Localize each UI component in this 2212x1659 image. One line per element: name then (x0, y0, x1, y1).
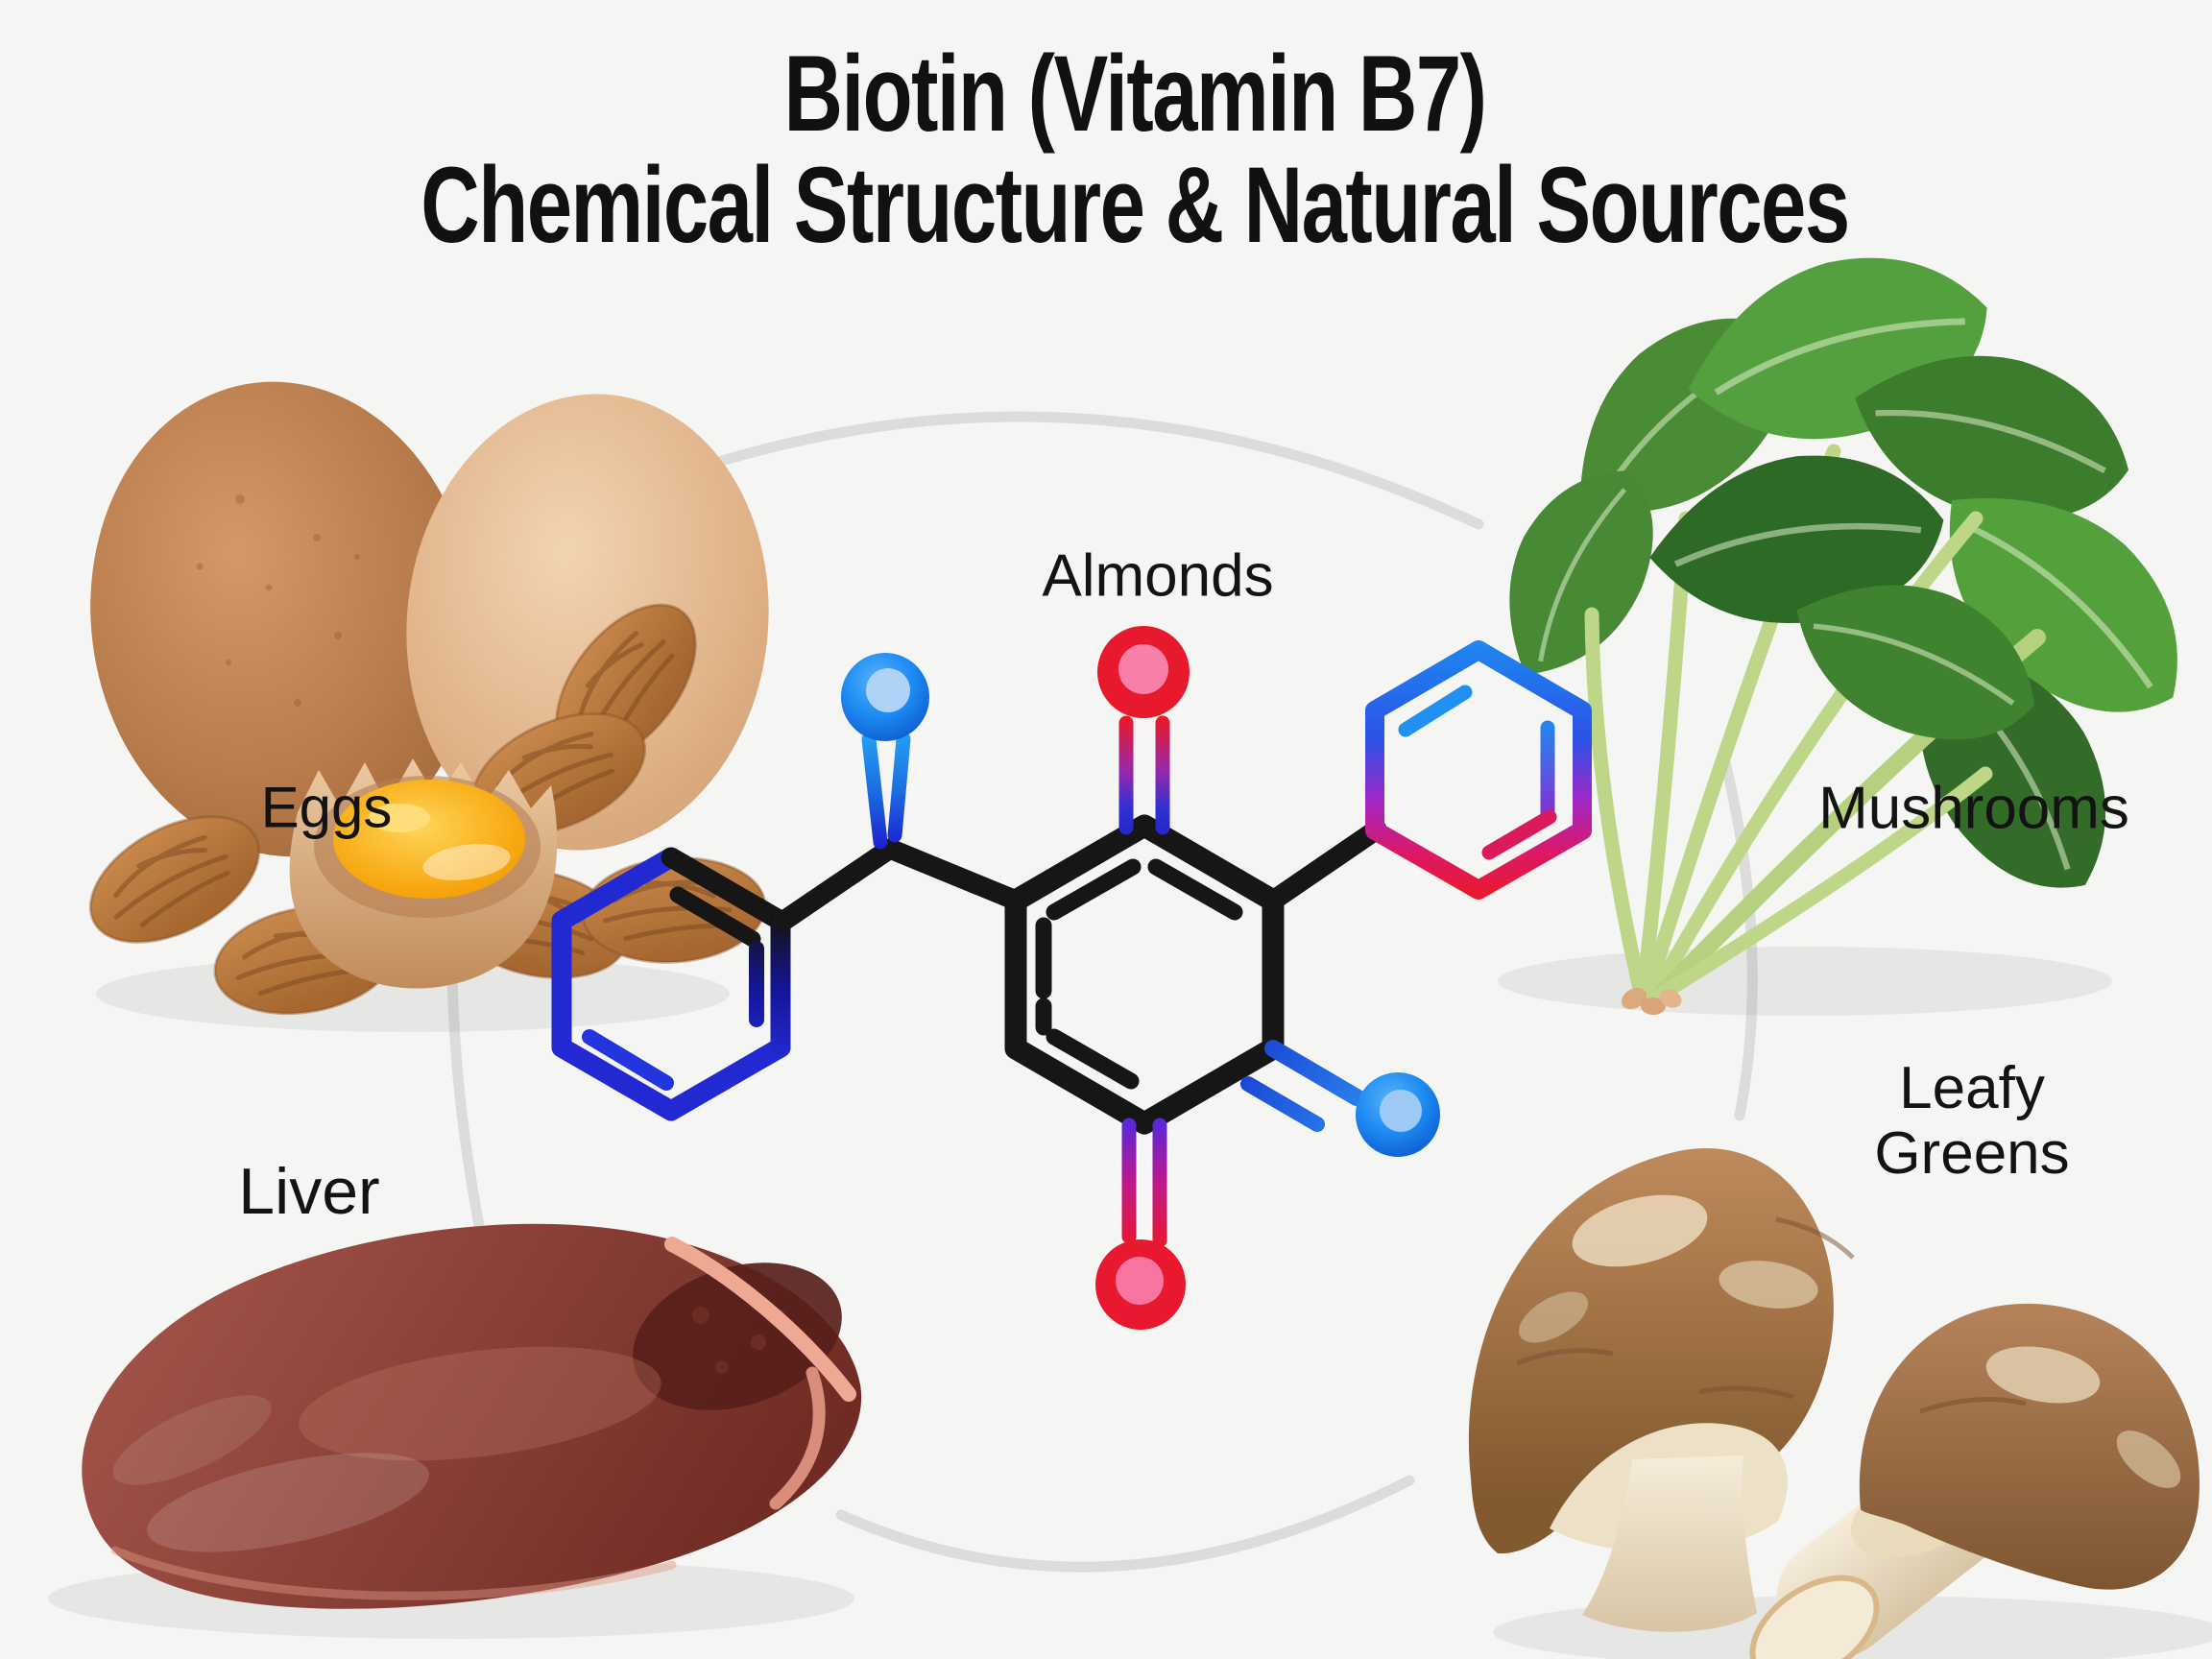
stem-ends (1621, 987, 1682, 1015)
spinach-photo (1464, 232, 2212, 1015)
mushrooms-photo (1468, 1148, 2200, 1659)
title-line-1: Biotin (Vitamin B7) (783, 34, 1487, 154)
left-phenyl-ring (551, 847, 791, 1121)
circle-arc-top (707, 411, 1484, 530)
molecule-diagram (551, 626, 1592, 1330)
central-benzene-ring (1004, 814, 1285, 1135)
label-leafy-greens: Leafy Greens (1874, 1056, 2069, 1187)
liver-fat-seams (110, 1237, 856, 1600)
egg-speckles (196, 494, 360, 707)
top-double-bond (1118, 715, 1170, 835)
title-line-2: Chemical Structure & Natural Sources (421, 145, 1850, 265)
nitrogen-atom-left (841, 653, 929, 741)
oxygen-atom-top (1097, 626, 1190, 718)
liver-photo (82, 1223, 862, 1609)
mushroom-right-cap (1859, 1303, 2200, 1590)
circle-arc-bottom (835, 1475, 1415, 1573)
eggs-photo (63, 381, 791, 1026)
label-leafy-greens-line2: Greens (1874, 1120, 2070, 1187)
label-leafy-greens-line1: Leafy (1899, 1055, 2045, 1121)
label-eggs: Eggs (260, 775, 393, 840)
oxygen-atom-bottom (1095, 1239, 1186, 1330)
nitrogen-atom-right (1356, 1072, 1440, 1157)
right-gradient-ring (1365, 640, 1592, 900)
bottom-double-bond (1121, 1118, 1167, 1248)
label-mushrooms: Mushrooms (1818, 775, 2129, 842)
bond-to-right-ring (1262, 819, 1387, 911)
mushroom-left-stem (1582, 1455, 1757, 1632)
page-title: Biotin (Vitamin B7) Chemical Structure &… (29, 38, 2212, 261)
label-almonds: Almonds (1042, 542, 1274, 610)
linker-bonds (772, 732, 1024, 932)
label-liver: Liver (238, 1155, 380, 1228)
right-double-bond (1240, 1040, 1365, 1132)
